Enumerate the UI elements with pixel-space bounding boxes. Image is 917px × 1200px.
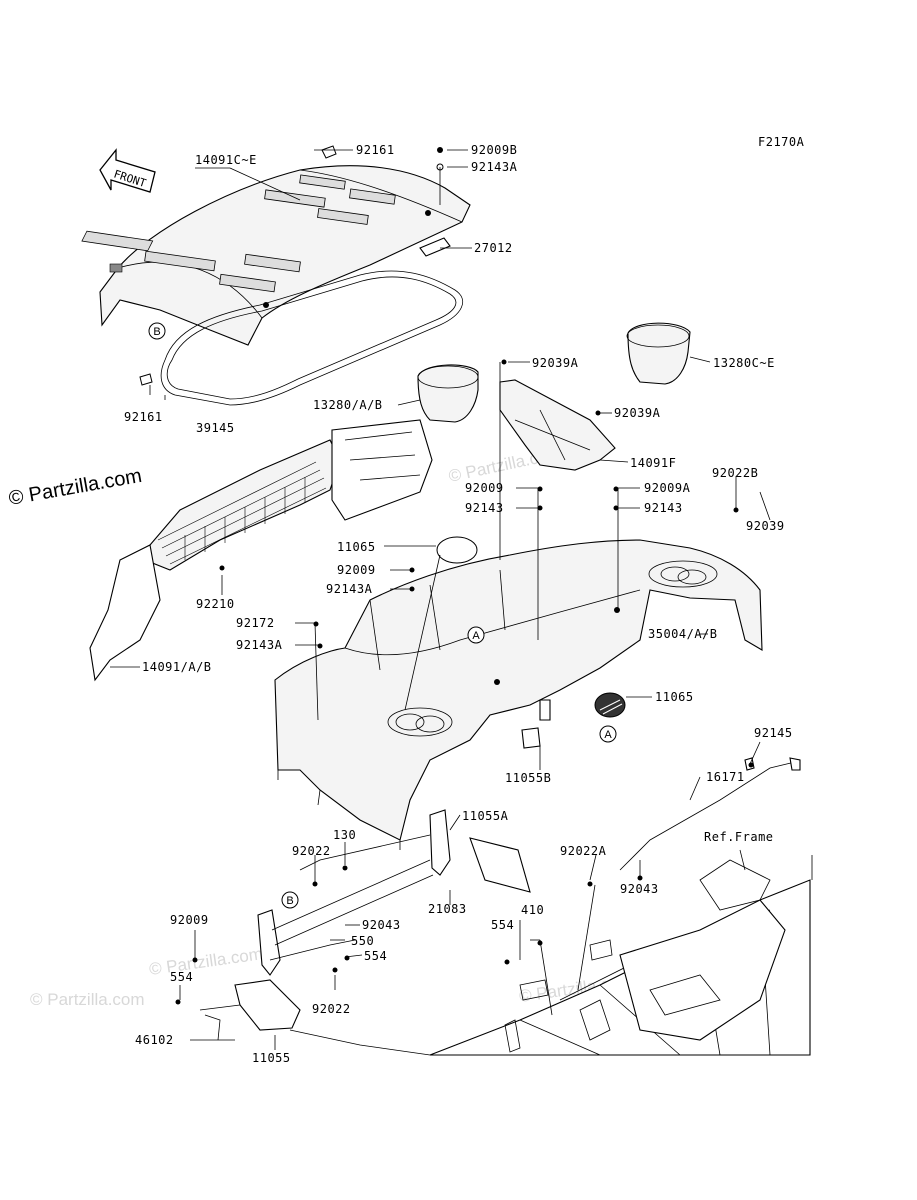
label-11055: 11055 [252,1051,291,1065]
watermark-faint-1: © Partzilla.com [30,990,145,1009]
label-554-3: 554 [170,970,193,984]
callout-a-bottom-label: A [604,729,612,741]
label-92143a-2: 92143A [326,582,373,596]
label-92143a-3: 92143A [236,638,283,652]
label-92009-1: 92009 [465,481,504,495]
label-11065-bottom: 11065 [655,690,694,704]
label-14091c-e: 14091C~E [195,153,257,167]
label-554-1: 554 [364,949,387,963]
label-11055a: 11055A [462,809,509,823]
label-92039a-2: 92039A [614,406,661,420]
label-ref-frame: Ref.Frame [704,830,774,844]
label-92043-1: 92043 [620,882,659,896]
label-13280-a-b: 13280/A/B [313,398,383,412]
callout-b-top-label: B [153,326,160,338]
clip-92161b-icon [139,373,153,386]
ref-frame-structure [429,859,811,1056]
callout-b-top [148,322,166,340]
leader-lines [110,149,813,1050]
label-92039a-1: 92039A [532,356,579,370]
bracket-27012 [419,237,451,257]
label-92143-1: 92143 [465,501,504,515]
front-arrow-icon: FRONT [99,148,156,193]
label-410: 410 [521,903,544,917]
callout-a-top [467,626,485,644]
cable-16171 [619,761,796,871]
label-92009-2: 92009 [337,563,376,577]
label-554-2: 554 [491,918,514,932]
label-39145: 39145 [196,421,235,435]
label-92143a-top: 92143A [471,160,518,174]
label-27012: 27012 [474,241,513,255]
clip-92161-icon [321,145,337,159]
label-92145: 92145 [754,726,793,740]
watermark-main: © Partzilla.com [7,465,144,510]
label-35004-a-b: 35004/A/B [648,627,718,641]
cup-holder-13280-a-b [417,364,479,423]
label-92022-1: 92022 [292,844,331,858]
label-11065-top: 11065 [337,540,376,554]
part-labels: 14091C~E 92161 92009B 92143A 27012 39145… [124,143,793,1065]
watermark-faint-3: © Partzilla.com [148,944,264,979]
label-92009-3: 92009 [170,913,209,927]
label-92161-top: 92161 [356,143,395,157]
label-92022a: 92022A [560,844,607,858]
front-bumper-assembly [199,809,531,1056]
roof-panel [81,165,471,346]
front-grille-14091-a-b [89,419,433,682]
callout-b-bottom [281,891,299,909]
label-16171: 16171 [706,770,745,784]
label-14091f: 14091F [630,456,676,470]
label-92009b: 92009B [471,143,517,157]
roof-seal [160,270,464,406]
callout-a-bottom [599,725,617,743]
figure-code: F2170A [758,135,805,149]
label-92210: 92210 [196,597,235,611]
label-46102: 46102 [135,1033,174,1047]
callout-b-bottom-label: B [286,895,293,907]
label-92143-2: 92143 [644,501,683,515]
fastener-icons [175,359,754,1005]
label-550: 550 [351,934,374,948]
label-92022b: 92022B [712,466,758,480]
plug-11065-top [436,536,478,564]
cup-holder-13280c-e [626,322,691,385]
label-92172: 92172 [236,616,275,630]
label-92022-2: 92022 [312,1002,351,1016]
label-14091-a-b: 14091/A/B [142,660,212,674]
label-92009a: 92009A [644,481,691,495]
label-130: 130 [333,828,356,842]
label-11055b: 11055B [505,771,551,785]
dashboard-35004-a-b [274,539,763,850]
label-13280c-e: 13280C~E [713,356,775,370]
bolt-92009b-icon [437,147,443,153]
callout-a-top-label: A [472,630,480,642]
label-21083: 21083 [428,902,467,916]
label-92043-2: 92043 [362,918,401,932]
label-92161-bottom: 92161 [124,410,163,424]
label-92039: 92039 [746,519,785,533]
panel-14091f [499,379,616,471]
